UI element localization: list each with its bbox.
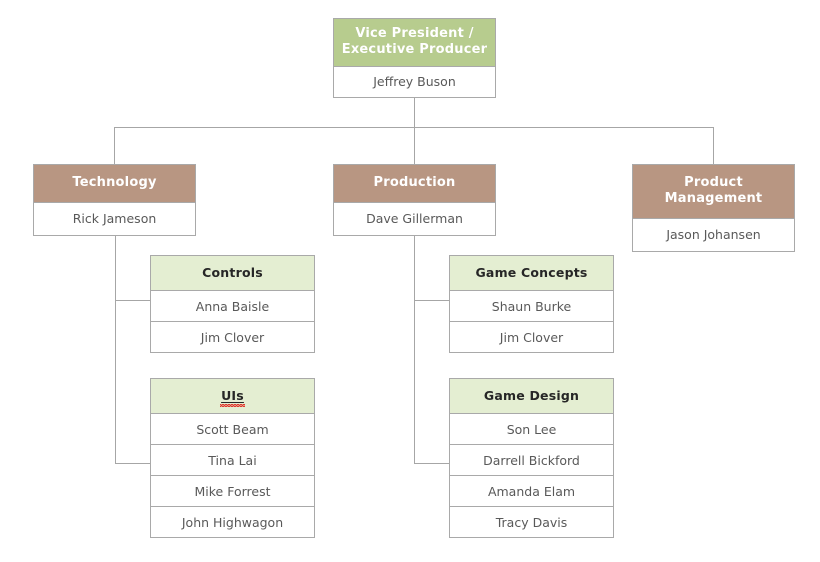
node-vice-president-title-line1: Vice President / [355,26,474,41]
node-controls-header: Controls [151,256,314,291]
connector-branch-game-design [414,463,450,464]
node-game-design-member[interactable]: Tracy Davis [450,506,613,537]
node-game-concepts[interactable]: Game Concepts Shaun Burke Jim Clover [449,255,614,354]
connector-spine-technology [115,234,116,464]
node-technology-member[interactable]: Rick Jameson [34,201,195,235]
node-product-management-member[interactable]: Jason Johansen [633,217,794,251]
node-uis-member[interactable]: John Highwagon [151,506,314,537]
node-vice-president-header: Vice President / Executive Producer [334,19,495,66]
node-uis-member[interactable]: Mike Forrest [151,475,314,506]
node-uis-title: UIs [221,388,244,403]
connector-branch-controls [115,300,151,301]
node-game-design-member[interactable]: Son Lee [450,413,613,444]
connector-drop-product-management [713,127,714,164]
node-controls-member[interactable]: Jim Clover [151,321,314,352]
node-controls[interactable]: Controls Anna Baisle Jim Clover [150,255,315,354]
node-production-header: Production [334,165,495,202]
node-product-management[interactable]: Product Management Jason Johansen [632,164,795,252]
node-game-concepts-header: Game Concepts [450,256,613,291]
node-product-management-header: Product Management [633,165,794,218]
connector-drop-technology [114,127,115,164]
node-uis[interactable]: UIs Scott Beam Tina Lai Mike Forrest Joh… [150,378,315,539]
node-game-design-member[interactable]: Amanda Elam [450,475,613,506]
connector-branch-game-concepts [414,300,450,301]
node-technology-header: Technology [34,165,195,202]
node-uis-header: UIs [151,379,314,414]
node-production-member[interactable]: Dave Gillerman [334,201,495,235]
node-technology[interactable]: Technology Rick Jameson [33,164,196,236]
connector-drop-production [414,127,415,164]
node-game-concepts-member[interactable]: Shaun Burke [450,290,613,321]
connector-branch-uis [115,463,151,464]
node-game-design[interactable]: Game Design Son Lee Darrell Bickford Ama… [449,378,614,539]
node-uis-member[interactable]: Tina Lai [151,444,314,475]
node-uis-member[interactable]: Scott Beam [151,413,314,444]
node-controls-member[interactable]: Anna Baisle [151,290,314,321]
node-game-concepts-member[interactable]: Jim Clover [450,321,613,352]
node-vice-president-member[interactable]: Jeffrey Buson [334,65,495,97]
node-production[interactable]: Production Dave Gillerman [333,164,496,236]
connector-vp-stem [414,88,415,127]
connector-spine-production [414,234,415,464]
node-vice-president-title-line2: Executive Producer [341,41,488,57]
node-game-design-header: Game Design [450,379,613,414]
node-vice-president[interactable]: Vice President / Executive Producer Jeff… [333,18,496,98]
node-game-design-member[interactable]: Darrell Bickford [450,444,613,475]
